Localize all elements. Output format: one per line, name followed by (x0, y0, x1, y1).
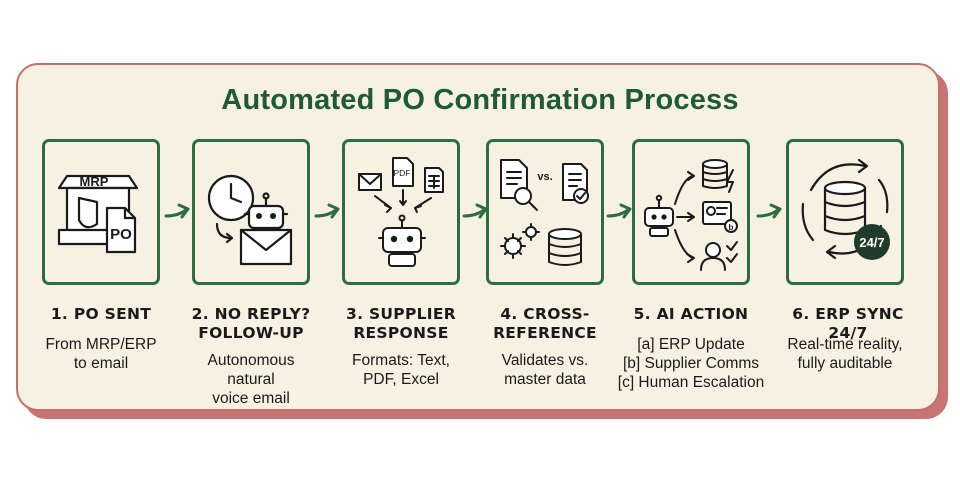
step-3-box: PDF (342, 139, 460, 285)
robot-branching-actions-icon: b (644, 159, 738, 271)
24-7-badge-text: 24/7 (859, 235, 884, 250)
step-5-desc: [a] ERP Update[b] Supplier Comms[c] Huma… (617, 336, 765, 391)
arrow-right-icon (164, 203, 190, 219)
step-3-desc: Formats: Text,PDF, Excel (352, 352, 450, 388)
step-2-label: 2. NO REPLY?FOLLOW-UP (191, 305, 311, 342)
arrow-right-icon (606, 203, 632, 219)
step-2-box (192, 139, 310, 285)
database-sync-24-7-icon: 24/7 (801, 158, 890, 260)
po-icon-text: PO (110, 226, 132, 243)
mrp-printer-po-icon: MRP PO (57, 174, 139, 254)
step-4-desc: Validates vs.master data (501, 352, 589, 388)
compare-documents-database-icon: vs. (500, 159, 589, 266)
step-4-box: vs. (486, 139, 604, 285)
step-5-box: b (632, 139, 750, 285)
vs-icon-text: vs. (537, 171, 552, 183)
step-5-label: 5. AI ACTION (633, 305, 749, 323)
arrow-right-icon (314, 203, 340, 219)
step-4-label: 4. CROSS-REFERENCE (493, 305, 597, 342)
step-1-box: MRP PO (42, 139, 160, 285)
step-6-label: 6. ERP SYNC 24/7 (792, 305, 904, 342)
page-title: Automated PO Confirmation Process (221, 84, 739, 116)
arrow-right-icon (756, 203, 782, 219)
pdf-icon-text: PDF (394, 168, 411, 178)
documents-to-robot-icon: PDF (358, 157, 444, 267)
mrp-icon-text: MRP (80, 174, 109, 189)
clock-robot-envelope-icon (207, 174, 293, 266)
step-6-box: 24/7 (786, 139, 904, 285)
step-6-desc: Real-time reality,fully auditable (787, 336, 903, 372)
svg-text:b: b (729, 223, 734, 232)
step-1-label: 1. PO SENT (50, 305, 152, 323)
